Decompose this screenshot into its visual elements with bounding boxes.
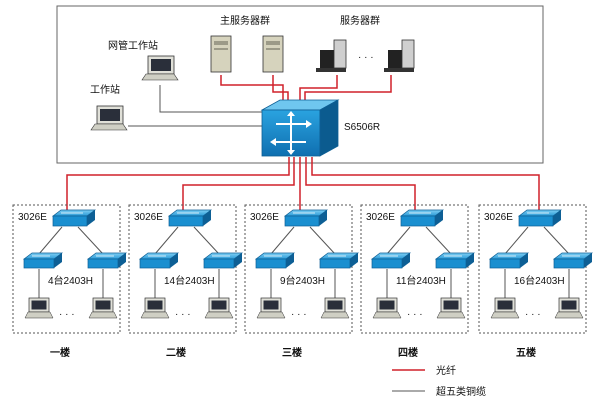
floor-name: 五楼 xyxy=(516,346,536,359)
mgmt-ws-label: 网管工作站 xyxy=(108,39,158,52)
access-switch-2 xyxy=(318,252,360,269)
pc-dots: · · · xyxy=(175,309,191,320)
floor-2: 3026E 14台2403H · · · 二楼 xyxy=(128,204,244,359)
floor-4: 3026E 11台2403H · · · 四楼 xyxy=(360,204,476,359)
floor-name: 一楼 xyxy=(50,346,70,359)
floor-core-switch xyxy=(167,209,213,227)
copper-links-core xyxy=(128,85,262,127)
access-switch-1 xyxy=(254,252,296,269)
access-switch-1 xyxy=(370,252,412,269)
pc-dots: · · · xyxy=(525,309,541,320)
copper-links xyxy=(154,226,220,298)
pc-1 xyxy=(256,297,286,319)
core-switch xyxy=(260,99,340,157)
pc-2 xyxy=(554,297,584,319)
access-switch-2 xyxy=(552,252,594,269)
access-switch-count: 9台2403H xyxy=(280,274,325,287)
floor-core-switch xyxy=(517,209,563,227)
legend: 光纤 超五类铜缆 xyxy=(392,364,486,398)
pc-2 xyxy=(320,297,350,319)
fiber-links-core xyxy=(220,75,392,101)
floor-frame xyxy=(128,204,237,334)
floor-switch-label: 3026E xyxy=(484,212,513,223)
floor-switch-label: 3026E xyxy=(250,212,279,223)
pc-2 xyxy=(88,297,118,319)
access-switch-2 xyxy=(86,252,128,269)
main-servers-label: 主服务器群 xyxy=(220,14,270,27)
floor-3: 3026E 9台2403H · · · 三楼 xyxy=(244,204,360,359)
floor-switch-label: 3026E xyxy=(134,212,163,223)
pc-1 xyxy=(372,297,402,319)
floor-1: 3026E 4台2403H · · · 一楼 xyxy=(12,204,128,359)
access-switch-count: 16台2403H xyxy=(514,274,565,287)
floor-core-switch xyxy=(51,209,97,227)
floor-frame xyxy=(478,204,587,334)
floor-switch-label: 3026E xyxy=(18,212,47,223)
pc-dots: · · · xyxy=(59,309,75,320)
floor-switch-label: 3026E xyxy=(366,212,395,223)
access-switch-1 xyxy=(22,252,64,269)
access-switch-count: 14台2403H xyxy=(164,274,215,287)
floor-name: 四楼 xyxy=(398,346,418,359)
access-switch-2 xyxy=(202,252,244,269)
copper-links xyxy=(504,226,570,298)
pc-1 xyxy=(24,297,54,319)
access-switch-1 xyxy=(488,252,530,269)
main-server-1 xyxy=(210,35,232,73)
core-switch-label: S6506R xyxy=(344,122,380,133)
floor-5: 3026E 16台2403H · · · 五楼 xyxy=(478,204,594,359)
server-dots: · · · xyxy=(358,52,374,63)
copper-links xyxy=(270,226,336,298)
pc-dots: · · · xyxy=(407,309,423,320)
ws-label: 工作站 xyxy=(90,83,120,96)
mgmt-workstation xyxy=(141,55,179,81)
legend-copper-label: 超五类铜缆 xyxy=(436,385,486,398)
legend-fiber-label: 光纤 xyxy=(436,364,456,377)
floor-name: 三楼 xyxy=(282,346,302,359)
workstation xyxy=(90,105,128,131)
pc-dots: · · · xyxy=(291,309,307,320)
server-2 xyxy=(384,39,415,72)
pc-2 xyxy=(204,297,234,319)
access-switch-count: 4台2403H xyxy=(48,274,93,287)
access-switch-2 xyxy=(434,252,476,269)
main-server-2 xyxy=(262,35,284,73)
floor-frame xyxy=(360,204,469,334)
access-switch-1 xyxy=(138,252,180,269)
floor-name: 二楼 xyxy=(166,346,186,359)
fiber-links-floors xyxy=(66,157,540,215)
pc-1 xyxy=(140,297,170,319)
pc-2 xyxy=(436,297,466,319)
floor-frame xyxy=(12,204,121,334)
access-switch-count: 11台2403H xyxy=(396,274,446,287)
servers-label: 服务器群 xyxy=(340,14,380,27)
copper-links xyxy=(38,226,104,298)
pc-1 xyxy=(490,297,520,319)
floor-core-switch xyxy=(283,209,329,227)
server-1 xyxy=(316,39,347,72)
copper-links xyxy=(386,226,452,298)
floor-frame xyxy=(244,204,353,334)
floor-core-switch xyxy=(399,209,445,227)
